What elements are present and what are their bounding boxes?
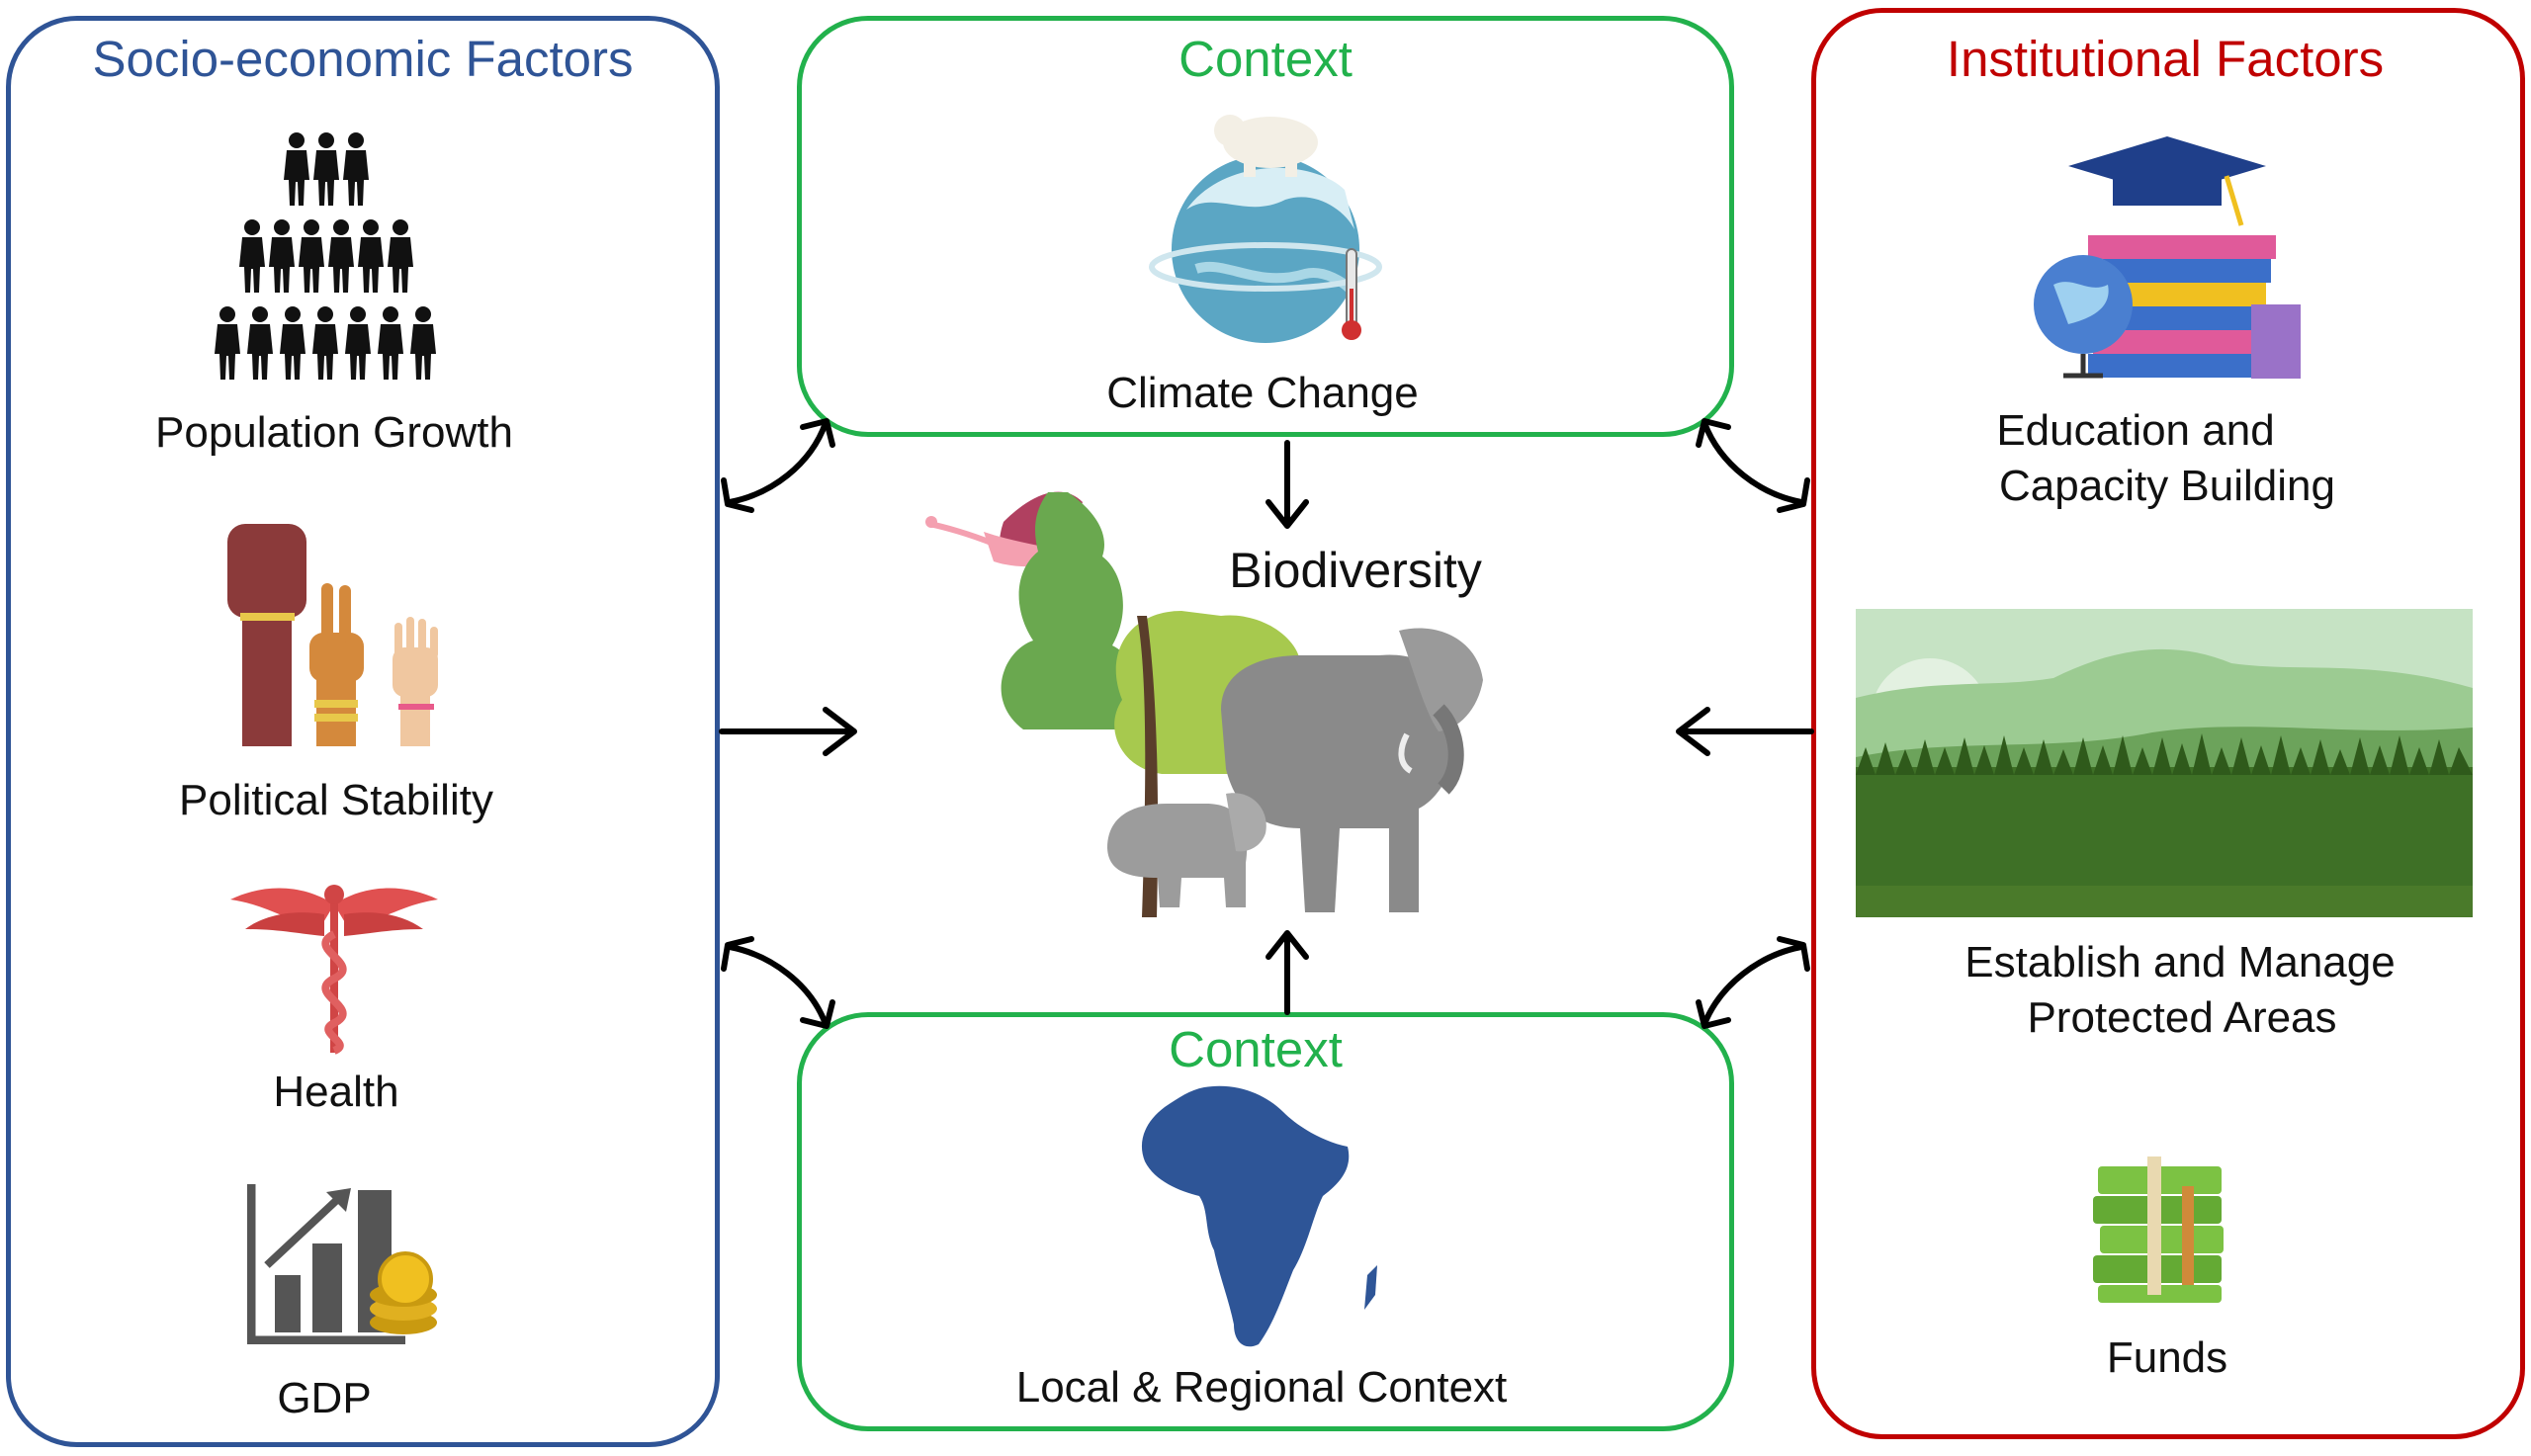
elephants-trees-flamingo-icon xyxy=(925,491,1483,917)
health-label: Health xyxy=(273,1068,399,1116)
gdp-chart-coins-icon xyxy=(247,1184,437,1344)
regional-context-panel xyxy=(797,1012,1734,1431)
caduceus-icon xyxy=(230,885,438,1055)
education-label-line1: Education and xyxy=(1996,406,2275,455)
climate-change-label: Climate Change xyxy=(1106,369,1419,417)
double-arrow-left-top xyxy=(727,420,829,505)
money-stack-icon xyxy=(2093,1156,2224,1303)
institutional-title: Institutional Factors xyxy=(1946,31,2385,87)
double-arrow-right-bottom xyxy=(1702,944,1804,1027)
africa-map-icon xyxy=(1141,1085,1377,1347)
double-arrow-left-bottom xyxy=(727,944,829,1027)
forest-landscape-icon xyxy=(1856,609,2473,917)
raised-hands-icon xyxy=(227,524,438,746)
local-regional-context-label: Local & Regional Context xyxy=(1015,1363,1508,1412)
political-stability-label: Political Stability xyxy=(179,776,493,824)
books-globe-cap-icon xyxy=(2034,136,2301,379)
context-title-bottom: Context xyxy=(1169,1021,1343,1077)
context-title-top: Context xyxy=(1178,31,1353,87)
double-arrow-right-top xyxy=(1702,420,1804,505)
funds-label: Funds xyxy=(2106,1333,2228,1382)
gdp-label: GDP xyxy=(277,1374,372,1422)
melting-globe-polar-bear-icon xyxy=(1149,115,1382,343)
protected-areas-label-line1: Establish and Manage xyxy=(1964,938,2396,986)
socio-economic-title: Socio-economic Factors xyxy=(92,31,634,87)
biodiversity-label: Biodiversity xyxy=(1229,543,1482,598)
socio-economic-panel xyxy=(6,16,720,1447)
education-label-line2: Capacity Building xyxy=(1999,462,2335,510)
institutional-panel xyxy=(1811,8,2525,1439)
population-growth-label: Population Growth xyxy=(155,408,513,457)
climate-context-panel xyxy=(797,16,1734,437)
protected-areas-label-line2: Protected Areas xyxy=(2027,993,2337,1042)
